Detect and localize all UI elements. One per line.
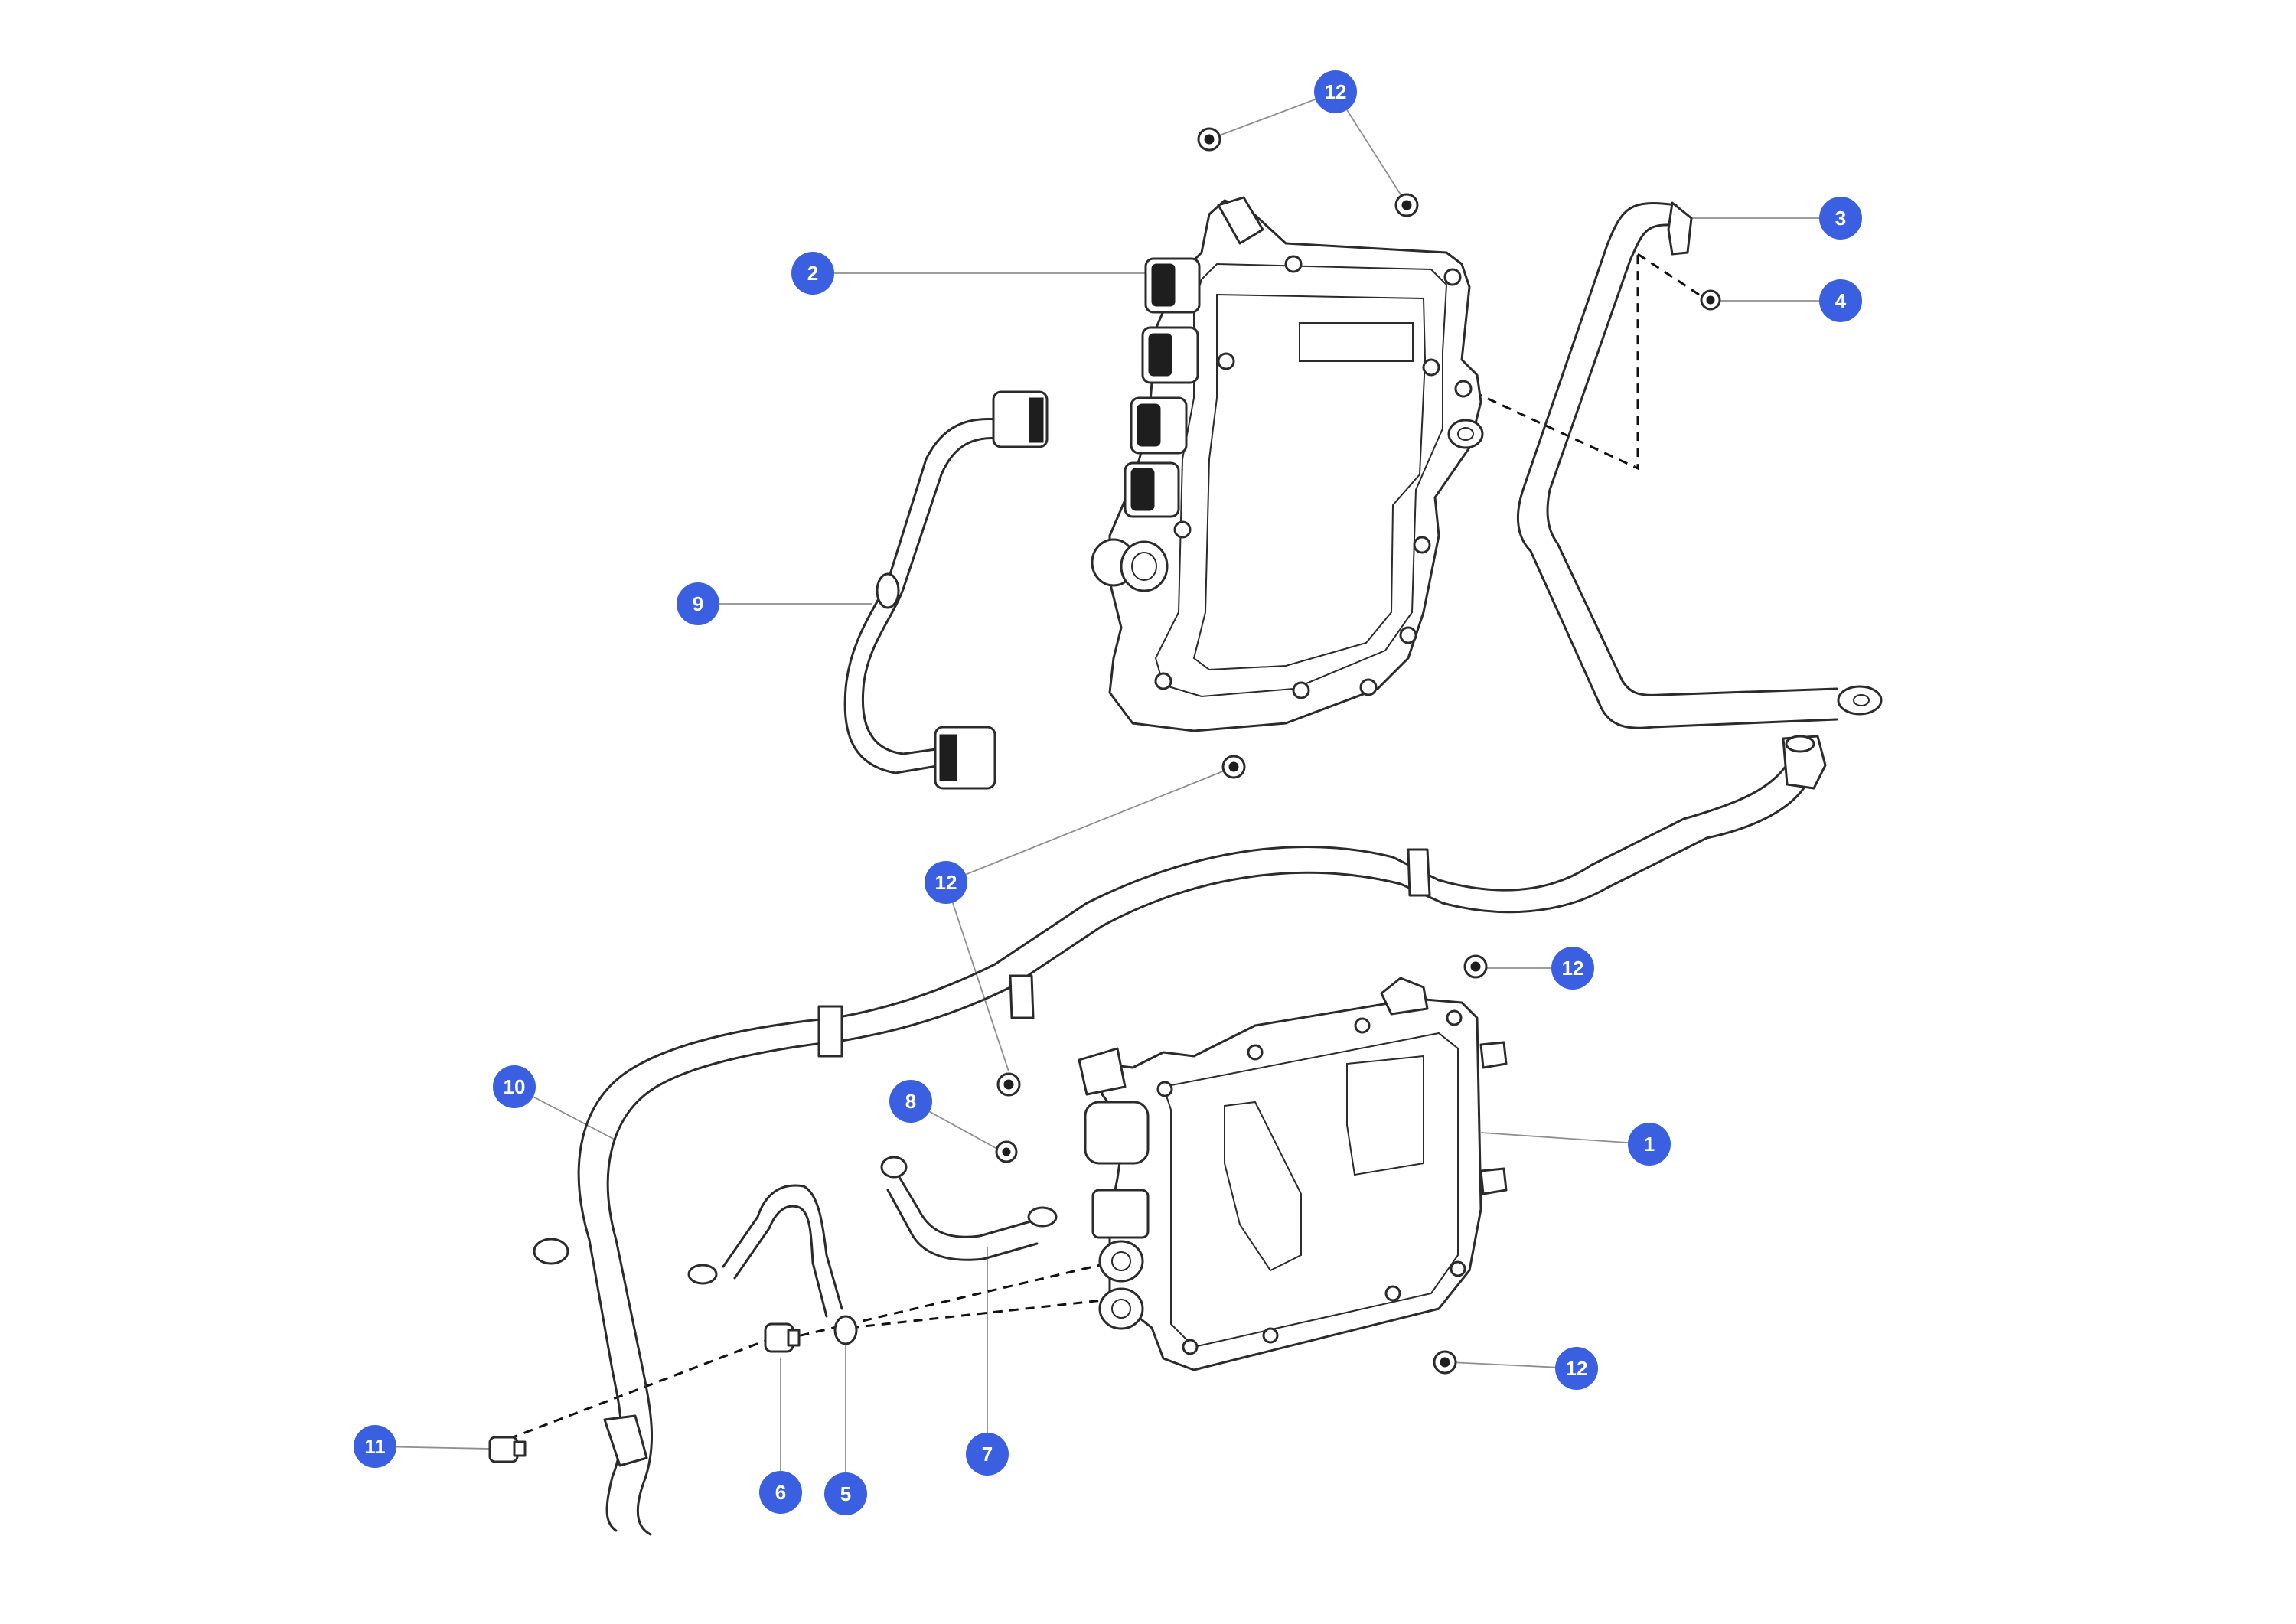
callout-12a: 12	[1314, 70, 1357, 113]
bolt-11	[488, 1436, 527, 1463]
callout-5-label: 5	[840, 1482, 851, 1505]
callout-4: 4	[1819, 279, 1862, 322]
callout-7: 7	[966, 1433, 1009, 1476]
module-bolts	[1154, 255, 1473, 699]
callout-5: 5	[824, 1472, 867, 1515]
lower-module-bolts	[1156, 1009, 1466, 1355]
leader-lines	[374, 91, 1841, 1492]
nut-12-lower-right	[1463, 954, 1488, 979]
callout-6: 6	[759, 1471, 802, 1514]
nut-12-middle	[1221, 755, 1246, 779]
callout-3-label: 3	[1835, 207, 1846, 230]
connector-stack	[1091, 257, 1201, 592]
callout-12d: 12	[1555, 1347, 1598, 1390]
callout-12b: 12	[925, 861, 967, 904]
callout-7-label: 7	[982, 1443, 993, 1466]
callout-badges: 12 2 3 4 9 12 12 1 8 10 12 11 6 5 7	[354, 70, 1862, 1515]
bolt-6	[764, 1322, 801, 1353]
callout-10: 10	[493, 1065, 536, 1108]
callout-6-label: 6	[775, 1481, 786, 1504]
callout-9: 9	[677, 582, 719, 625]
callout-12c: 12	[1551, 947, 1594, 990]
nut-12-top-right	[1394, 193, 1419, 217]
nut-12-top-left	[1197, 127, 1221, 152]
lower-module	[1078, 977, 1508, 1371]
callout-12c-label: 12	[1562, 957, 1584, 980]
callout-12b-label: 12	[935, 871, 957, 894]
lower-connectors	[1084, 1101, 1150, 1330]
callout-4-label: 4	[1835, 289, 1847, 312]
fasteners	[488, 127, 1721, 1463]
cable-10	[533, 735, 1827, 1536]
cable-5	[687, 1184, 858, 1345]
callout-12a-label: 12	[1325, 80, 1347, 103]
callout-8: 8	[889, 1080, 932, 1123]
callout-10-label: 10	[504, 1075, 526, 1098]
upper-controller-module	[1091, 196, 1484, 732]
callout-12d-label: 12	[1566, 1357, 1588, 1380]
callout-2: 2	[791, 252, 834, 295]
nut-12-center	[996, 1072, 1021, 1097]
callout-11: 11	[354, 1425, 396, 1468]
cable-7	[880, 1156, 1058, 1261]
callout-1: 1	[1628, 1123, 1671, 1166]
callout-11-label: 11	[364, 1435, 386, 1458]
callout-2-label: 2	[807, 262, 818, 285]
bolt-4	[1700, 289, 1721, 311]
nut-8	[995, 1140, 1018, 1163]
callout-9-label: 9	[693, 592, 703, 615]
callout-3: 3	[1819, 197, 1862, 240]
nut-12-bottom	[1433, 1350, 1457, 1375]
callout-1-label: 1	[1644, 1133, 1655, 1156]
callout-8-label: 8	[905, 1090, 916, 1113]
cable-3	[1516, 201, 1883, 729]
wiring-harness-9	[843, 390, 1049, 790]
